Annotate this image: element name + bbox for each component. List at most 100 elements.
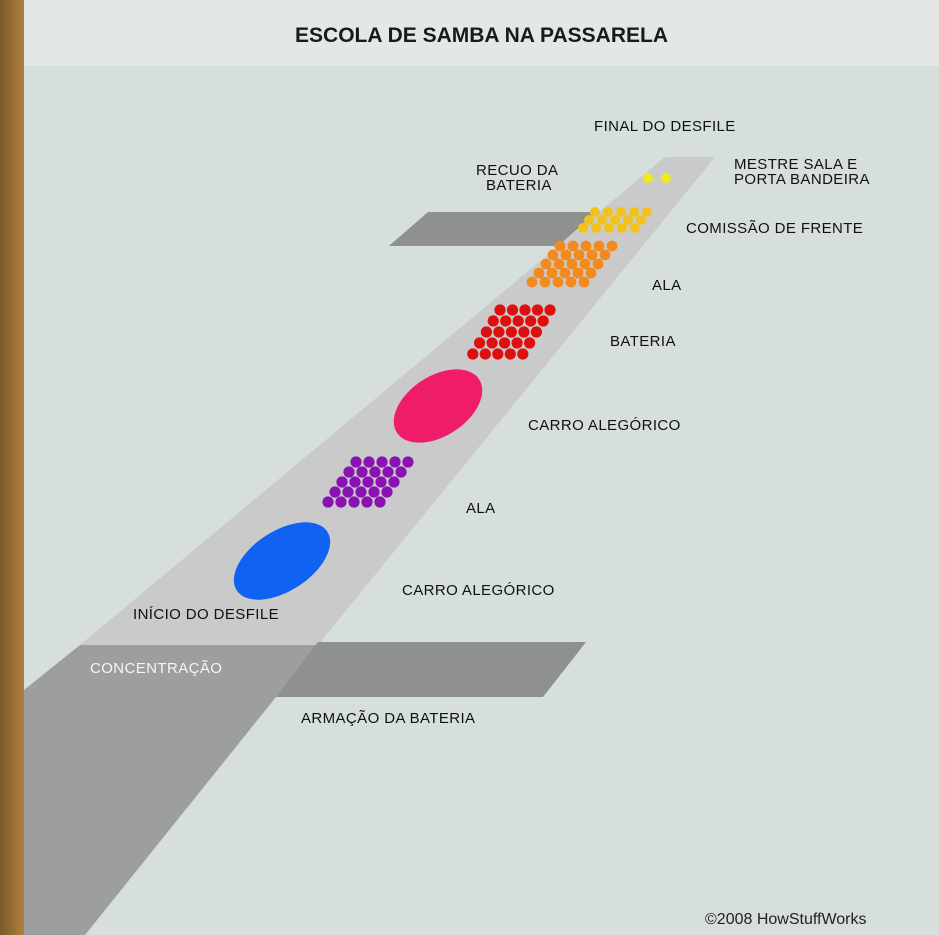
comissao-frente-dot — [578, 223, 588, 233]
ala-top-dot — [565, 276, 577, 288]
bateria-dot — [525, 315, 537, 327]
bateria-dot — [517, 348, 529, 360]
ala-bottom-dot — [374, 496, 386, 508]
bateria-dot — [499, 337, 511, 349]
ala-top-dot — [580, 240, 592, 252]
ala-top-dot — [539, 276, 551, 288]
ala-bottom-dot — [342, 486, 354, 498]
bateria-dot — [506, 304, 519, 316]
carro-alegorico-top-float — [393, 369, 483, 443]
ala-bottom-dot — [348, 496, 360, 508]
comissao-frente-dot — [629, 207, 639, 217]
ala-top-dot — [573, 249, 585, 261]
bateria-dot — [500, 315, 512, 327]
ala-bottom-dot — [388, 476, 400, 488]
comissao-frente-dot — [630, 223, 640, 233]
label-inicio-desfile: INÍCIO DO DESFILE — [133, 606, 279, 623]
bateria-dot — [544, 304, 556, 316]
comissao-frente-dot — [610, 215, 620, 225]
ala-bottom-dot — [368, 486, 380, 498]
ala-bottom-dot — [362, 476, 374, 488]
ala-top-dot — [559, 267, 571, 279]
bateria-dot — [474, 337, 486, 349]
ala-top-dot — [599, 249, 611, 261]
label-ala-top: ALA — [652, 277, 682, 294]
bateria-dot — [519, 304, 531, 316]
comissao-frente-dot — [623, 215, 633, 225]
label-concentracao: CONCENTRAÇÃO — [90, 660, 223, 677]
comissao-frente-dot — [642, 207, 652, 217]
armacao-bateria-lane — [276, 642, 586, 697]
label-final-desfile: FINAL DO DESFILE — [594, 118, 736, 135]
ala-bottom-dot — [355, 486, 367, 498]
ala-top-dot — [585, 267, 597, 279]
bateria-dot — [492, 348, 504, 360]
concentracao-area — [24, 645, 318, 935]
ala-top-dot — [579, 258, 591, 270]
label-mestre-line1: MESTRE SALA E — [734, 156, 858, 173]
bateria-dot — [511, 337, 523, 349]
bateria-dot — [505, 326, 517, 338]
comissao-frente-dot — [591, 223, 601, 233]
label-recuo-line1: RECUO DA — [476, 162, 559, 179]
ala-bottom-dot — [381, 486, 393, 498]
bateria-dot — [479, 348, 491, 360]
ala-bottom-dot — [361, 496, 373, 508]
label-ala-bottom: ALA — [466, 500, 496, 517]
comissao-frente-dot — [636, 215, 646, 225]
label-recuo-bateria: RECUO DA BATERIA — [476, 163, 558, 193]
ala-top-dot — [572, 267, 584, 279]
comissao-frente-dot — [597, 215, 607, 225]
ala-bottom-dot — [402, 456, 414, 468]
bateria-dot — [524, 337, 536, 349]
ala-top-dot — [566, 258, 578, 270]
ala-bottom-dot — [369, 466, 381, 478]
ala-bottom-dot — [350, 456, 362, 468]
bateria-dot — [530, 326, 543, 338]
bateria-dot — [480, 326, 492, 338]
ala-top-dot — [553, 258, 565, 270]
performer-dots — [322, 173, 671, 508]
title-bar — [24, 0, 939, 66]
bateria-dot — [518, 326, 530, 338]
ala-bottom-dot — [322, 496, 334, 508]
ala-bottom-dot — [375, 476, 387, 488]
ala-top-dot — [526, 276, 538, 288]
ala-bottom-dot — [336, 476, 348, 488]
bateria-dot — [493, 326, 505, 338]
comissao-frente-dot — [603, 207, 613, 217]
comissao-frente-dot — [590, 207, 600, 217]
label-bateria: BATERIA — [610, 333, 676, 350]
ala-bottom-dot — [329, 486, 341, 498]
ala-top-dot — [540, 258, 552, 270]
ala-top-dot — [567, 240, 579, 252]
copyright-text: ©2008 HowStuffWorks — [705, 911, 867, 928]
recuo-bateria-lane — [389, 212, 597, 246]
bateria-dot — [467, 348, 479, 360]
label-armacao-bateria: ARMAÇÃO DA BATERIA — [301, 710, 476, 727]
ala-top-dot — [554, 240, 566, 252]
comissao-frente-dot — [616, 207, 626, 217]
ala-bottom-dot — [356, 466, 368, 478]
ala-bottom-dot — [363, 456, 375, 468]
ala-bottom-dot — [343, 466, 355, 478]
label-carro-alegorico-bottom: CARRO ALEGÓRICO — [402, 582, 555, 599]
ala-bottom-dot — [335, 496, 347, 508]
mestre-sala-dot — [661, 173, 671, 183]
bateria-dot — [531, 304, 544, 316]
ala-bottom-dot — [382, 466, 394, 478]
label-recuo-line2: BATERIA — [486, 177, 552, 194]
ala-bottom-dot — [349, 476, 361, 488]
label-mestre-line2: PORTA BANDEIRA — [734, 171, 870, 188]
ala-top-dot — [533, 267, 545, 279]
carro-alegorico-bottom-float — [233, 522, 331, 600]
ala-top-dot — [546, 267, 558, 279]
bateria-dot — [504, 348, 516, 360]
ala-top-dot — [592, 258, 604, 270]
ala-bottom-dot — [389, 456, 401, 468]
comissao-frente-dot — [617, 223, 627, 233]
ala-bottom-dot — [376, 456, 388, 468]
ala-bottom-dot — [395, 466, 407, 478]
ala-top-dot — [593, 240, 605, 252]
